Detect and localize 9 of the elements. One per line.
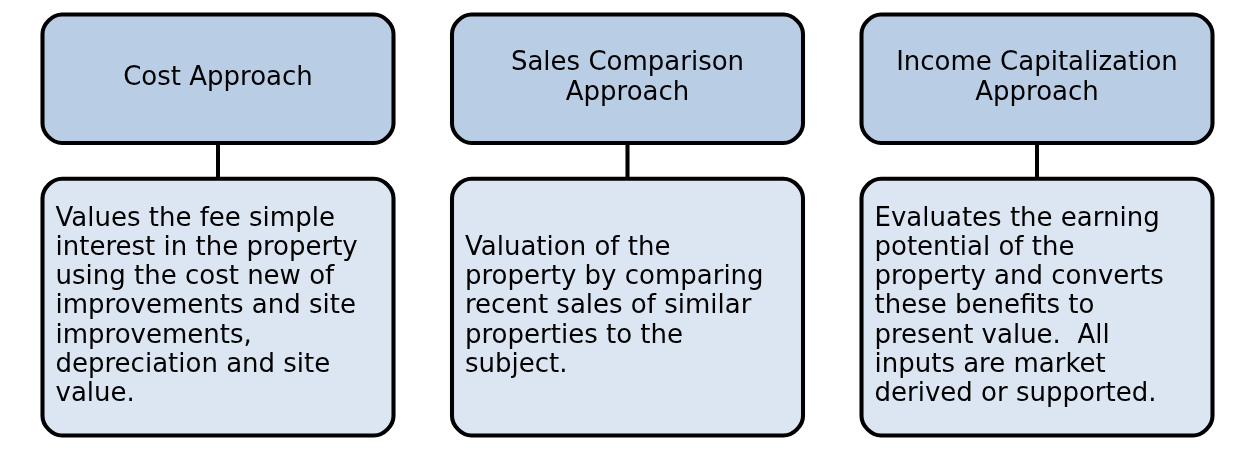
connector [215,142,220,179]
node-box: Sales Comparison Approach [449,12,805,145]
connector [1034,142,1039,179]
node-box: Evaluates the earning potential of the property and converts these benefits to present value. All inputs are market derived or supported. [858,176,1215,438]
node-box: Cost Approach [39,12,396,145]
node-box: Income Capitalization Approach [858,12,1215,145]
node-box: Values the fee simple interest in the property using the cost new of improvements and site improvements, depreciation and site value. [39,176,396,438]
node-box: Valuation of the property by comparing recent sales of similar properties to the subject. [449,176,805,438]
connector [624,142,630,179]
